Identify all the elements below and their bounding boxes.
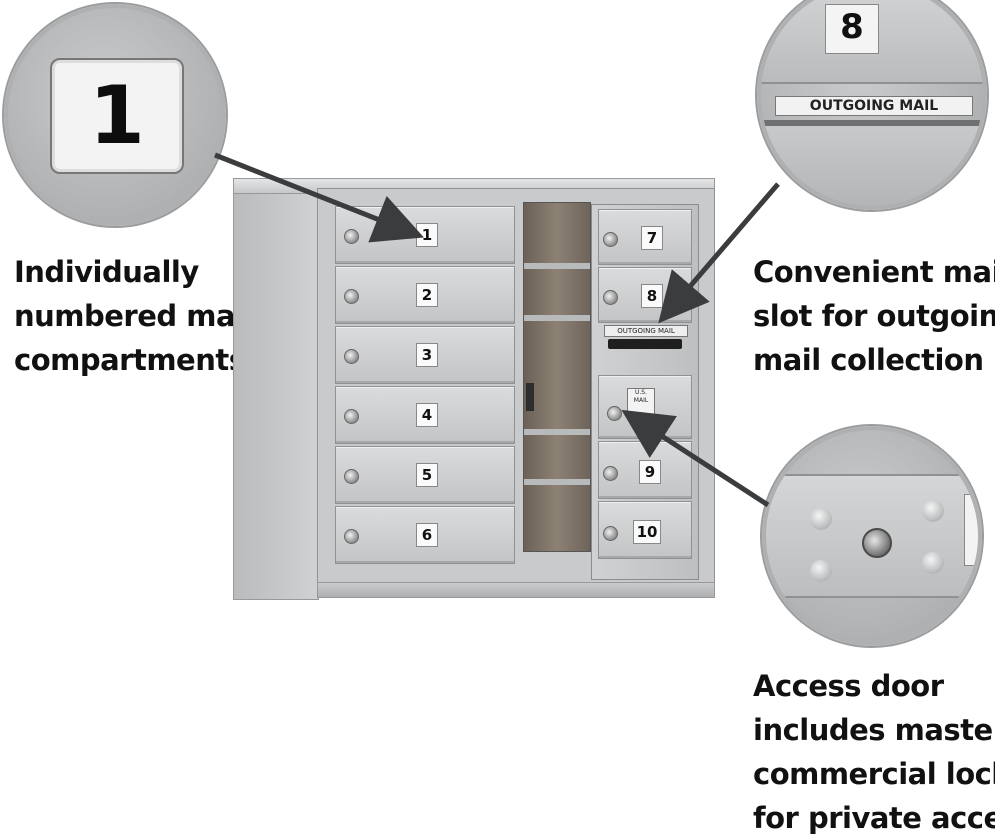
callout-line: includes master — [753, 713, 995, 747]
cabinet-side — [233, 184, 319, 600]
master-lock-icon — [862, 528, 892, 558]
zoomed-outgoing-label-text: OUTGOING MAIL — [809, 98, 939, 114]
rivet — [810, 508, 832, 530]
compartment-number: 9 — [639, 460, 661, 484]
callout-line: Convenient mail — [753, 255, 995, 289]
number-tag-zoomed: 1 — [50, 58, 184, 174]
callout-numbered-compartments: Individually numbered mail compartments — [14, 250, 254, 382]
compartment-number: 4 — [416, 403, 438, 427]
compartment-number: 5 — [416, 463, 438, 487]
compartment-door-10[interactable]: 10 — [598, 501, 692, 559]
open-interior — [523, 202, 591, 552]
zoomed-number-8-text: 8 — [840, 7, 864, 47]
outgoing-mail-label: OUTGOING MAIL — [604, 325, 688, 337]
lock-icon — [603, 290, 618, 305]
lock-icon — [344, 229, 359, 244]
callout-line: commercial lock — [753, 757, 995, 791]
callout-line: compartments — [14, 343, 246, 377]
number-tag-zoomed-text: 1 — [89, 69, 145, 162]
zoomed-number-tag-8: 8 — [825, 4, 879, 54]
callout-master-lock: Access door includes master commercial l… — [753, 664, 995, 840]
cabinet-bottom — [317, 582, 715, 598]
arrow-to-master-lock — [621, 409, 770, 508]
rivet — [922, 500, 944, 522]
callout-line: Individually — [14, 255, 199, 289]
arrow-to-number-1 — [214, 152, 424, 243]
compartment-number: 2 — [416, 283, 438, 307]
shelf — [524, 263, 590, 269]
outgoing-mail-slot[interactable] — [608, 339, 682, 349]
lock-icon — [603, 526, 618, 541]
lock-icon — [344, 529, 359, 544]
compartment-door-3[interactable]: 3 — [335, 326, 515, 384]
shelf — [524, 429, 590, 435]
compartment-door-7[interactable]: 7 — [598, 209, 692, 265]
zoom-circle-number-tag: 1 — [4, 4, 226, 226]
compartment-door-4[interactable]: 4 — [335, 386, 515, 444]
compartment-number: 10 — [633, 520, 661, 544]
callout-line: numbered mail — [14, 299, 254, 333]
callout-line: mail collection — [753, 343, 984, 377]
zoomed-panel — [761, 126, 983, 206]
compartment-number: 6 — [416, 523, 438, 547]
hinge-latch — [526, 383, 534, 411]
zoom-circle-master-lock — [762, 426, 982, 646]
rivet — [810, 560, 832, 582]
lock-icon — [603, 466, 618, 481]
left-door-column: 1 2 3 4 5 6 — [335, 206, 517, 566]
callout-line: for private access — [753, 801, 995, 835]
rivet — [922, 552, 944, 574]
lock-icon — [344, 469, 359, 484]
compartment-number: 3 — [416, 343, 438, 367]
lock-icon — [344, 289, 359, 304]
shelf — [524, 315, 590, 321]
shelf — [524, 479, 590, 485]
callout-outgoing-slot: Convenient mail slot for outgoing mail c… — [753, 250, 995, 382]
zoomed-slot-lip — [761, 120, 983, 126]
zoom-circle-outgoing-slot: 8 OUTGOING MAIL — [757, 0, 987, 210]
zoomed-label-edge — [964, 494, 978, 566]
compartment-door-6[interactable]: 6 — [335, 506, 515, 564]
lock-icon — [344, 349, 359, 364]
zoomed-outgoing-label: OUTGOING MAIL — [775, 96, 973, 116]
compartment-door-2[interactable]: 2 — [335, 266, 515, 324]
lock-icon — [603, 232, 618, 247]
lock-icon — [344, 409, 359, 424]
compartment-door-5[interactable]: 5 — [335, 446, 515, 504]
callout-line: Access door — [753, 669, 944, 703]
callout-line: slot for outgoing — [753, 299, 995, 333]
compartment-number: 7 — [641, 226, 663, 250]
arrow-to-outgoing-slot — [658, 182, 780, 324]
